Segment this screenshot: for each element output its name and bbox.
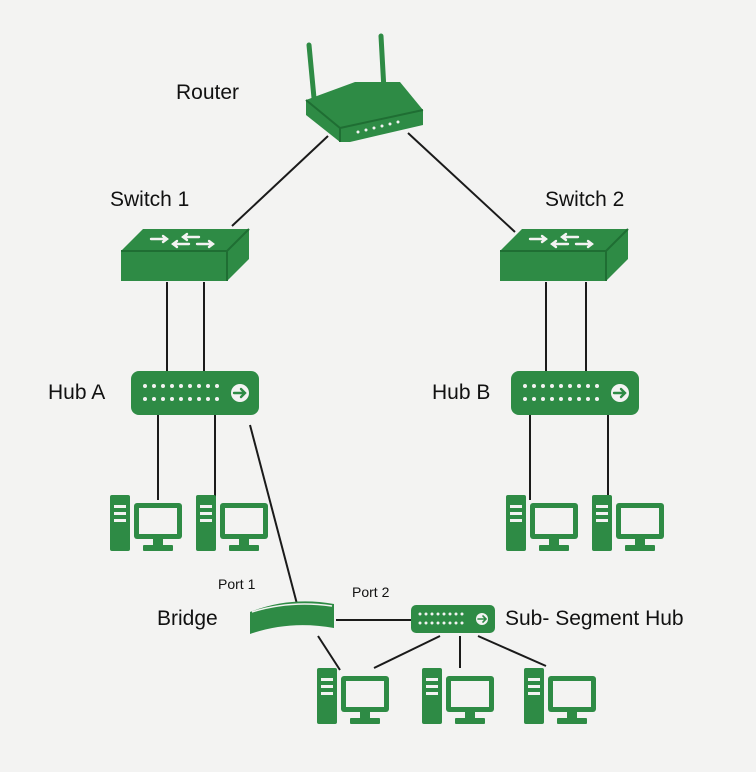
network-switch-icon (498, 227, 630, 283)
hub-b-label: Hub B (432, 381, 491, 404)
port1-label: Port 1 (218, 576, 256, 592)
desktop-computer-icon (592, 495, 664, 551)
hub-a-label: Hub A (48, 381, 106, 404)
bridge-label: Bridge (157, 607, 218, 630)
network-switch-icon (119, 227, 251, 283)
switch2-label: Switch 2 (545, 188, 625, 211)
desktop-computer-icon (196, 495, 268, 551)
bridge-icon (250, 601, 334, 634)
network-hub-icon (509, 369, 641, 417)
link-router-switch1 (231, 135, 329, 227)
link-bridge-pc (317, 635, 341, 671)
desktop-computer-icon (506, 495, 578, 551)
link-huba-bridge (249, 424, 298, 605)
network-hub-icon (129, 369, 261, 417)
sub-segment-hub-label: Sub- Segment Hub (505, 607, 684, 630)
network-hub-icon (411, 605, 495, 633)
wifi-router-icon (305, 33, 424, 142)
desktop-computer-icon (422, 668, 494, 724)
desktop-computer-icon (317, 668, 389, 724)
desktop-computer-icon (110, 495, 182, 551)
router-label: Router (176, 81, 240, 104)
link-router-switch2 (407, 132, 516, 233)
link-subhub-pc1 (373, 635, 441, 669)
links (157, 132, 609, 671)
desktop-computer-icon (524, 668, 596, 724)
switch1-label: Switch 1 (110, 188, 190, 211)
port2-label: Port 2 (352, 584, 390, 600)
link-subhub-pc3 (477, 635, 547, 667)
